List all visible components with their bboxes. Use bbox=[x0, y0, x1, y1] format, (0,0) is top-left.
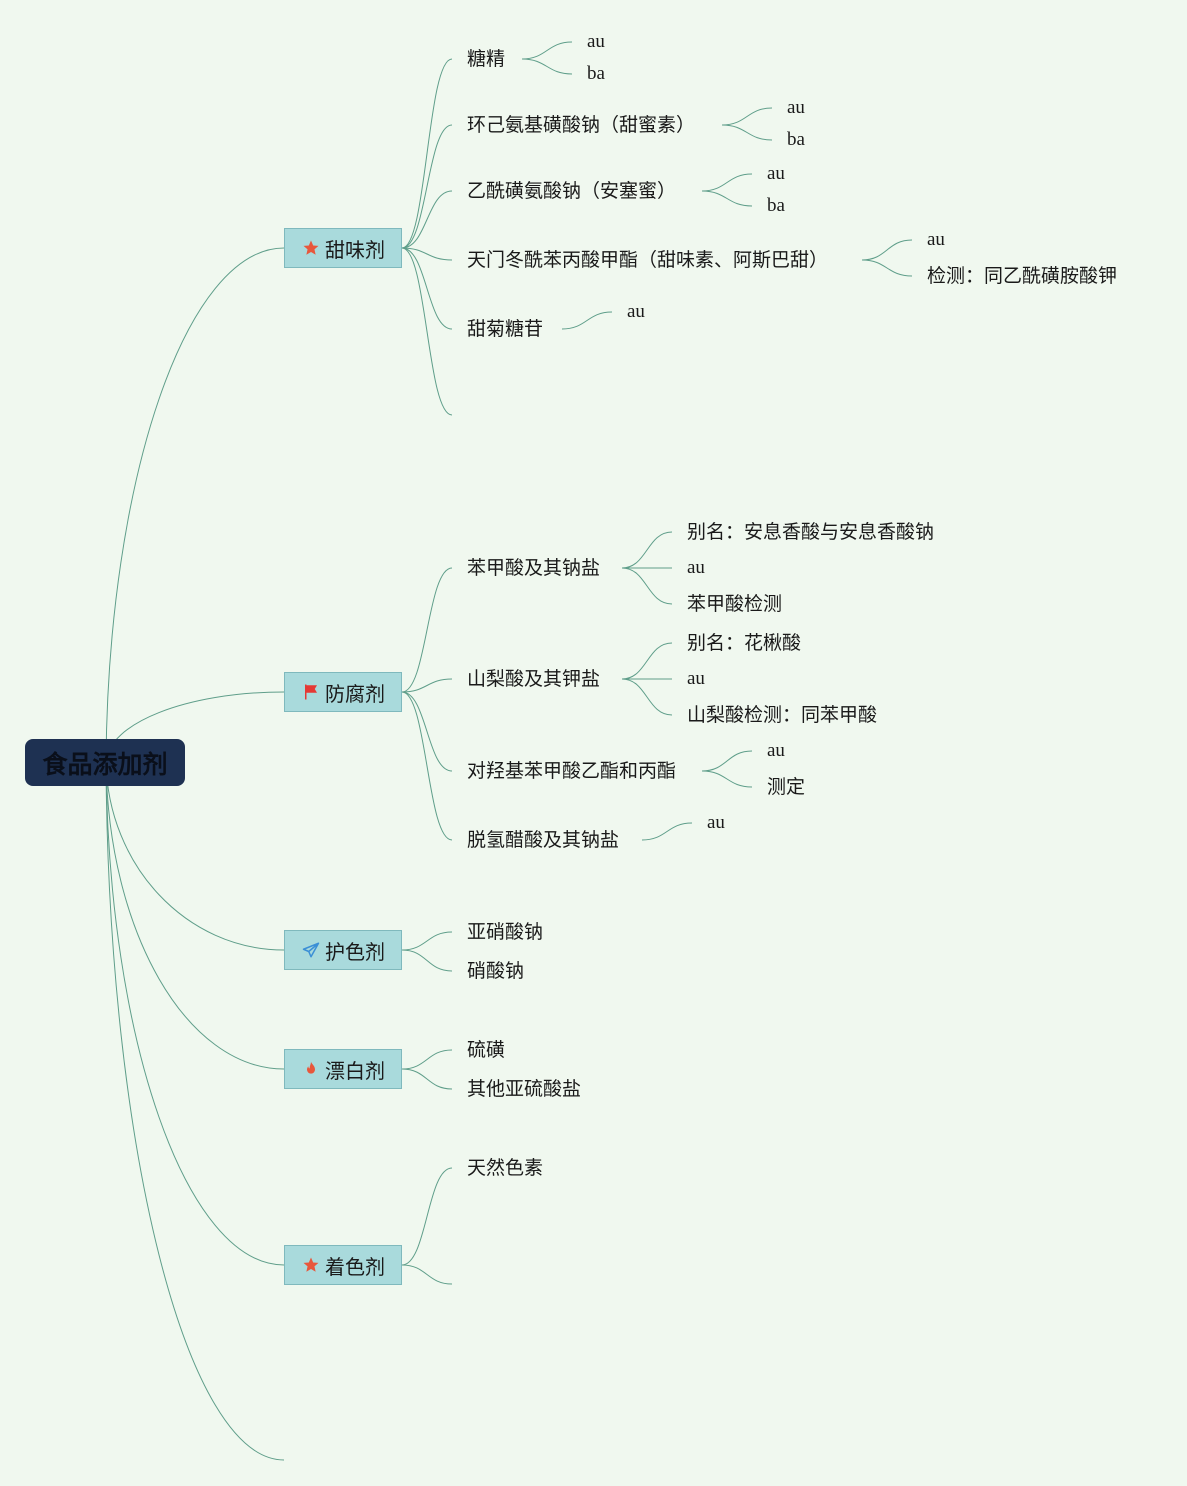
root-branch-connector bbox=[105, 247, 285, 763]
branch-child-connector bbox=[401, 124, 453, 249]
topic-label[interactable]: 乙酰磺氨酸钠（安塞蜜） bbox=[467, 180, 677, 202]
topic-leaf-connector bbox=[621, 678, 673, 716]
branch-child-connector bbox=[401, 931, 453, 951]
branch-label: 着色剂 bbox=[325, 1254, 385, 1279]
root-branch-connector bbox=[105, 761, 285, 951]
subtopic-label[interactable]: 苯甲酸检测 bbox=[687, 593, 783, 615]
topic-label[interactable]: 其他亚硫酸盐 bbox=[467, 1078, 582, 1100]
branch-node[interactable]: 漂白剂 bbox=[284, 1049, 402, 1089]
branch-child-connector bbox=[401, 247, 453, 261]
subtopic-label[interactable]: ba bbox=[787, 129, 805, 150]
subtopic-label[interactable]: ba bbox=[767, 195, 785, 216]
subtopic-label[interactable]: au bbox=[587, 31, 605, 52]
topic-label[interactable]: 硫磺 bbox=[467, 1039, 506, 1061]
topic-leaf-connector bbox=[521, 58, 573, 75]
topic-label[interactable]: 硝酸钠 bbox=[467, 960, 525, 982]
root-node[interactable]: 食品添加剂 bbox=[25, 739, 185, 786]
subtopic-label[interactable]: 测定 bbox=[767, 776, 806, 798]
topic-label[interactable]: 环己氨基磺酸钠（甜蜜素） bbox=[467, 114, 696, 136]
topic-label[interactable]: 糖精 bbox=[467, 48, 506, 70]
root-trailing-connector bbox=[105, 761, 285, 1461]
topic-leaf-connector bbox=[701, 190, 753, 207]
branch-child-connector bbox=[401, 1264, 453, 1285]
branch-child-connector bbox=[401, 1167, 453, 1266]
subtopic-label[interactable]: au bbox=[707, 812, 725, 833]
subtopic-label[interactable]: au bbox=[767, 163, 785, 184]
subtopic-label[interactable]: 别名：花楸酸 bbox=[687, 632, 802, 654]
branch-child-connector bbox=[401, 58, 453, 249]
topic-leaf-connector bbox=[641, 822, 693, 841]
branch-child-connector bbox=[401, 691, 453, 841]
topic-leaf-connector bbox=[521, 41, 573, 60]
topic-leaf-connector bbox=[561, 311, 613, 330]
root-label: 食品添加剂 bbox=[42, 749, 168, 779]
branch-child-connector bbox=[401, 190, 453, 249]
branch-node[interactable]: 甜味剂 bbox=[284, 228, 402, 268]
branch-node[interactable]: 护色剂 bbox=[284, 930, 402, 970]
subtopic-label[interactable]: au bbox=[687, 557, 705, 578]
topic-leaf-connector bbox=[861, 259, 913, 277]
topic-leaf-connector bbox=[701, 173, 753, 192]
branch-child-connector bbox=[401, 567, 453, 693]
topic-label[interactable]: 甜菊糖苷 bbox=[467, 318, 544, 340]
branch-child-connector bbox=[401, 691, 453, 772]
topic-label[interactable]: 脱氢醋酸及其钠盐 bbox=[467, 829, 620, 851]
root-branch-connector bbox=[105, 761, 285, 1266]
branch-label: 护色剂 bbox=[325, 939, 385, 964]
topic-leaf-connector bbox=[621, 567, 673, 605]
topic-leaf-connector bbox=[721, 124, 773, 141]
subtopic-label[interactable]: 山梨酸检测：同苯甲酸 bbox=[687, 704, 878, 726]
topic-label[interactable]: 苯甲酸及其钠盐 bbox=[467, 557, 601, 579]
branch-label: 防腐剂 bbox=[325, 681, 385, 706]
subtopic-label[interactable]: au bbox=[927, 229, 945, 250]
topic-label[interactable]: 天然色素 bbox=[467, 1157, 544, 1179]
subtopic-label[interactable]: 检测：同乙酰磺胺酸钾 bbox=[927, 265, 1118, 287]
paper-plane-icon bbox=[301, 940, 321, 960]
branch-child-connector bbox=[401, 949, 453, 972]
star-icon bbox=[301, 1255, 321, 1275]
fire-icon bbox=[301, 1059, 321, 1079]
subtopic-label[interactable]: au bbox=[787, 97, 805, 118]
branch-label: 甜味剂 bbox=[325, 237, 385, 262]
flag-icon bbox=[301, 682, 321, 702]
topic-leaf-connector bbox=[701, 770, 753, 788]
branch-child-connector bbox=[401, 678, 453, 693]
topic-leaf-connector bbox=[861, 239, 913, 261]
subtopic-label[interactable]: au bbox=[687, 668, 705, 689]
topic-leaf-connector bbox=[621, 642, 673, 680]
branch-child-connector bbox=[401, 247, 453, 330]
subtopic-label[interactable]: au bbox=[627, 301, 645, 322]
topic-label[interactable]: 天门冬酰苯丙酸甲酯（甜味素、阿斯巴甜） bbox=[467, 249, 829, 271]
subtopic-label[interactable]: au bbox=[767, 740, 785, 761]
topic-label[interactable]: 山梨酸及其钾盐 bbox=[467, 668, 601, 690]
branch-child-connector bbox=[401, 1049, 453, 1070]
subtopic-label[interactable]: 别名：安息香酸与安息香酸钠 bbox=[687, 521, 935, 543]
branch-node[interactable]: 防腐剂 bbox=[284, 672, 402, 712]
root-branch-connector bbox=[105, 761, 285, 1070]
topic-label[interactable]: 亚硝酸钠 bbox=[467, 921, 544, 943]
branch-label: 漂白剂 bbox=[325, 1058, 385, 1083]
branch-child-connector bbox=[401, 1068, 453, 1090]
branch-node[interactable]: 着色剂 bbox=[284, 1245, 402, 1285]
topic-leaf-connector bbox=[701, 750, 753, 772]
topic-label[interactable]: 对羟基苯甲酸乙酯和丙酯 bbox=[467, 760, 677, 782]
star-icon bbox=[301, 238, 321, 258]
subtopic-label[interactable]: ba bbox=[587, 63, 605, 84]
topic-leaf-connector bbox=[721, 107, 773, 126]
branch-child-connector bbox=[401, 247, 453, 416]
topic-leaf-connector bbox=[621, 531, 673, 569]
